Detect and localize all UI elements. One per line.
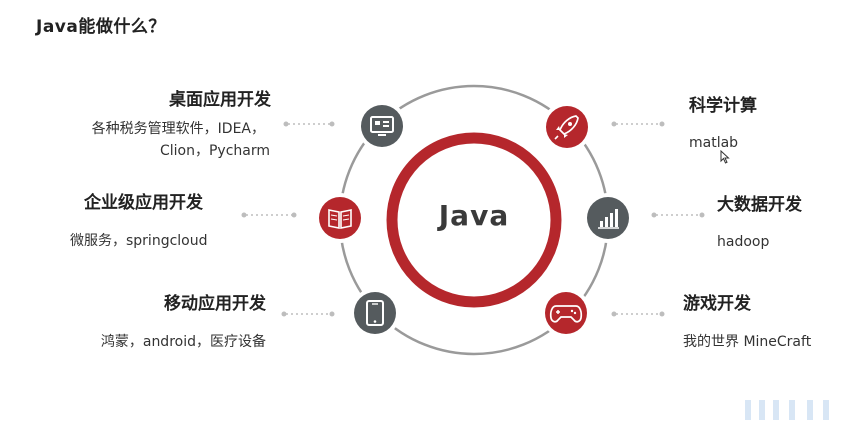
science-title: 科学计算 — [689, 96, 757, 116]
gamepad-icon — [541, 288, 591, 338]
rocket-icon — [542, 102, 592, 152]
desktop-title: 桌面应用开发 — [169, 90, 271, 110]
enterprise-title: 企业级应用开发 — [84, 193, 203, 213]
mouse-cursor-icon — [720, 150, 730, 164]
game-desc: 我的世界 MineCraft — [683, 334, 812, 350]
mobile-title: 移动应用开发 — [164, 294, 266, 314]
bar-chart-icon — [583, 193, 633, 243]
science-desc: matlab — [689, 135, 739, 151]
game-title: 游戏开发 — [683, 294, 751, 314]
mobile-desc: 鸿蒙，android，医疗设备 — [100, 334, 266, 350]
book-icon — [315, 193, 365, 243]
bigdata-title: 大数据开发 — [717, 195, 802, 215]
tablet-icon — [350, 288, 400, 338]
enterprise-desc: 微服务，springcloud — [70, 233, 208, 249]
page-title: Java能做什么？ — [36, 17, 166, 37]
desktop-desc-line2: Clion，Pycharm — [159, 143, 270, 159]
corner-decoration — [745, 400, 829, 420]
desktop-desc-line1: 各种税务管理软件，IDEA， — [91, 121, 265, 137]
center-java-label: Java — [438, 199, 510, 232]
monitor-icon — [357, 101, 407, 151]
bigdata-desc: hadoop — [717, 234, 770, 250]
inner-red-ring — [386, 132, 562, 308]
